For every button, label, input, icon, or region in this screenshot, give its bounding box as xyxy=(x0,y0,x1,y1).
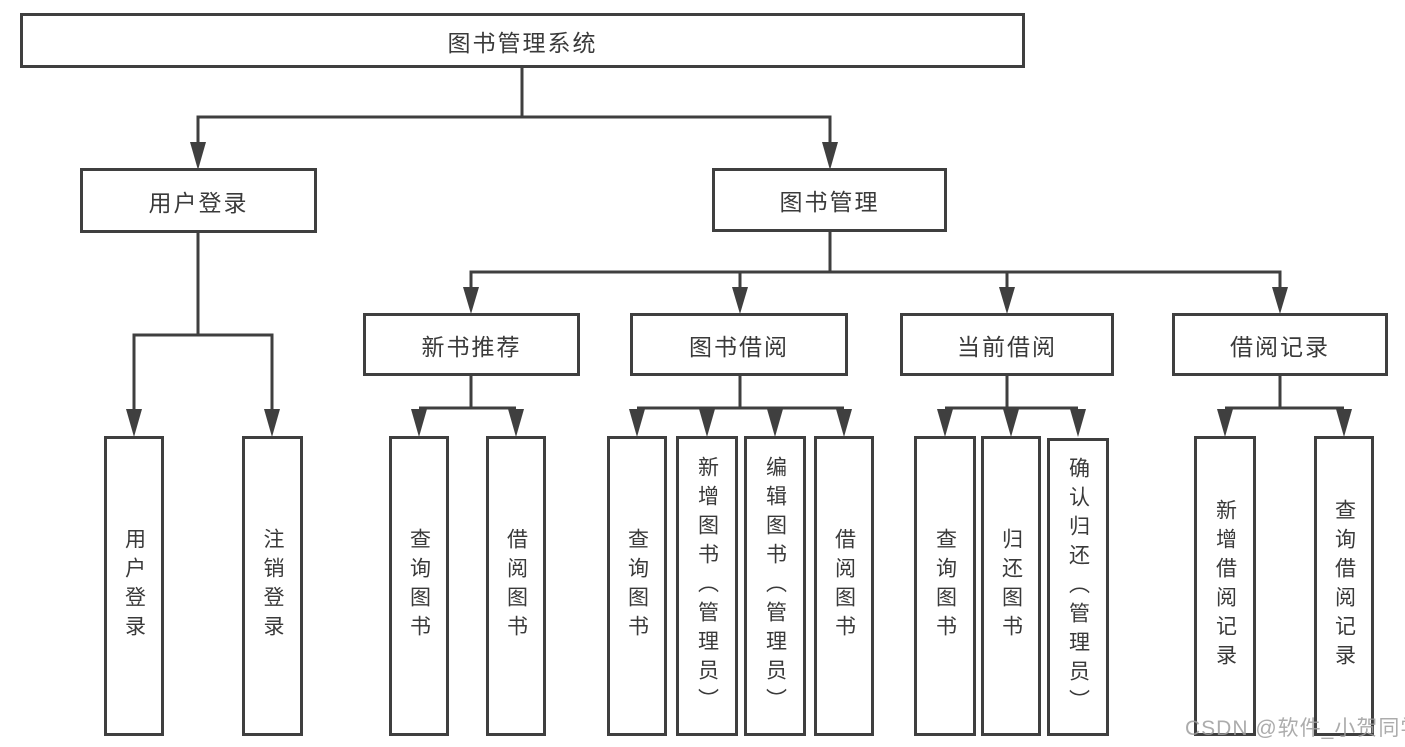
node-label: 借阅图书 xyxy=(832,528,856,644)
node-label: 注销登录 xyxy=(261,528,284,644)
node-borrow-records: 借阅记录 xyxy=(1172,313,1388,376)
node-leaf-br-query-record: 查询借阅记录 xyxy=(1314,436,1374,736)
node-current-borrowing: 当前借阅 xyxy=(900,313,1114,376)
node-label: 新增图书（管理员） xyxy=(695,455,719,717)
node-leaf-bb-add-books-admin: 新增图书（管理员） xyxy=(676,436,738,736)
node-library-management-system: 图书管理系统 xyxy=(20,13,1025,68)
node-user-login: 用户登录 xyxy=(80,168,317,233)
node-label: 新增借阅记录 xyxy=(1213,499,1237,673)
node-label: 确认归还（管理员） xyxy=(1066,456,1090,718)
node-book-borrowing: 图书借阅 xyxy=(630,313,848,376)
node-label: 借阅图书 xyxy=(504,528,528,644)
node-label: 查询图书 xyxy=(407,528,431,644)
node-label: 查询图书 xyxy=(625,528,649,644)
node-leaf-bb-query-books: 查询图书 xyxy=(607,436,667,736)
node-leaf-user-login: 用户登录 xyxy=(104,436,164,736)
node-leaf-nbr-query-books: 查询图书 xyxy=(389,436,449,736)
node-leaf-br-add-record: 新增借阅记录 xyxy=(1194,436,1256,736)
node-leaf-cb-confirm-return-admin: 确认归还（管理员） xyxy=(1047,438,1109,736)
node-label: 用户登录 xyxy=(122,528,146,644)
node-label: 用户登录 xyxy=(148,189,249,216)
node-leaf-nbr-borrow-books: 借阅图书 xyxy=(486,436,546,736)
node-leaf-cb-query-books: 查询图书 xyxy=(914,436,976,736)
node-label: 当前借阅 xyxy=(957,333,1057,360)
watermark: CSDN @软件_小贺同学 xyxy=(1185,717,1405,740)
node-new-book-recommend: 新书推荐 xyxy=(363,313,580,376)
node-label: 图书管理系统 xyxy=(447,29,598,56)
node-leaf-logout: 注销登录 xyxy=(242,436,303,736)
node-label: 借阅记录 xyxy=(1230,333,1330,360)
node-label: 新书推荐 xyxy=(421,333,522,360)
node-label: 查询借阅记录 xyxy=(1332,499,1356,673)
node-label: 编辑图书（管理员） xyxy=(763,455,787,717)
node-leaf-cb-return-books: 归还图书 xyxy=(981,436,1041,736)
node-book-management: 图书管理 xyxy=(712,168,947,232)
node-label: 图书管理 xyxy=(779,189,880,215)
node-leaf-bb-edit-books-admin: 编辑图书（管理员） xyxy=(744,436,806,736)
node-leaf-bb-borrow-books: 借阅图书 xyxy=(814,436,874,736)
node-label: 查询图书 xyxy=(933,528,957,644)
node-label: 归还图书 xyxy=(999,528,1023,644)
node-label: 图书借阅 xyxy=(689,333,789,360)
